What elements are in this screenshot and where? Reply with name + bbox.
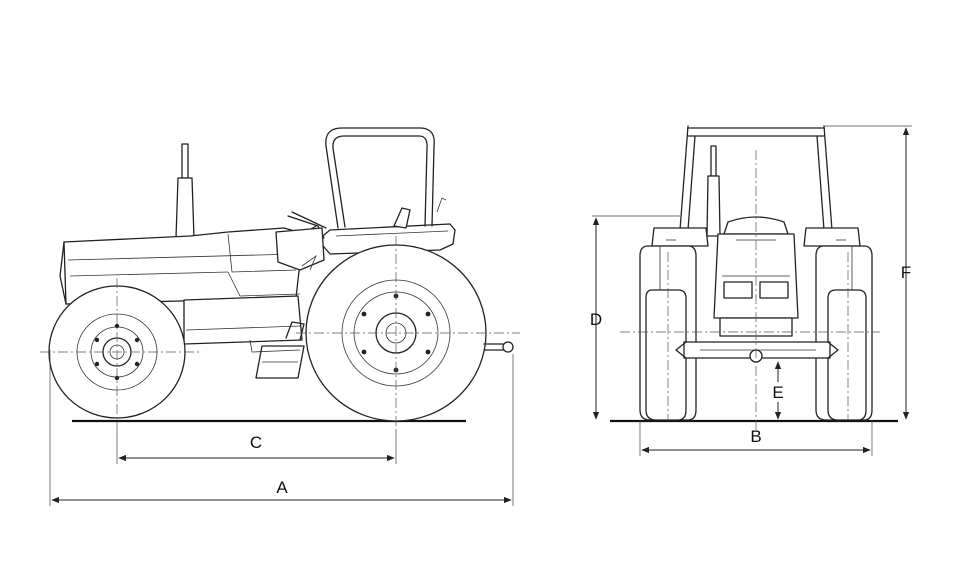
front-view-front-wheels <box>645 289 867 421</box>
step-ladder <box>255 321 305 379</box>
dimension-d-height: D <box>590 217 602 420</box>
front-fenders <box>651 227 861 247</box>
side-view: C A <box>40 127 520 506</box>
dimension-b-track-width: B <box>641 427 871 454</box>
dashboard <box>275 227 325 271</box>
dimension-e-label: E <box>772 383 783 402</box>
dimension-c-wheelbase: C <box>118 433 395 462</box>
rear-fender <box>317 223 456 255</box>
dimension-f-label: F <box>901 263 911 282</box>
front-rops-frame <box>679 125 833 231</box>
chassis <box>183 295 303 353</box>
dimension-f-overall-height: F <box>901 127 911 420</box>
front-exhaust <box>706 145 721 237</box>
rops-frame <box>325 127 447 229</box>
dimension-d-label: D <box>590 310 602 329</box>
drawbar-hitch <box>483 341 514 353</box>
dimension-c-label: C <box>250 433 262 452</box>
seat <box>393 207 411 229</box>
exhaust-stack <box>175 143 195 239</box>
front-view: D F E B <box>590 125 912 456</box>
dimension-e-ground-clearance: E <box>771 361 785 420</box>
dimension-a-overall-length: A <box>51 478 512 504</box>
rear-wheel <box>296 236 520 430</box>
front-wheel <box>40 278 200 430</box>
dimension-a-label: A <box>276 478 288 497</box>
dimension-b-label: B <box>750 427 761 446</box>
front-axle <box>675 341 839 363</box>
